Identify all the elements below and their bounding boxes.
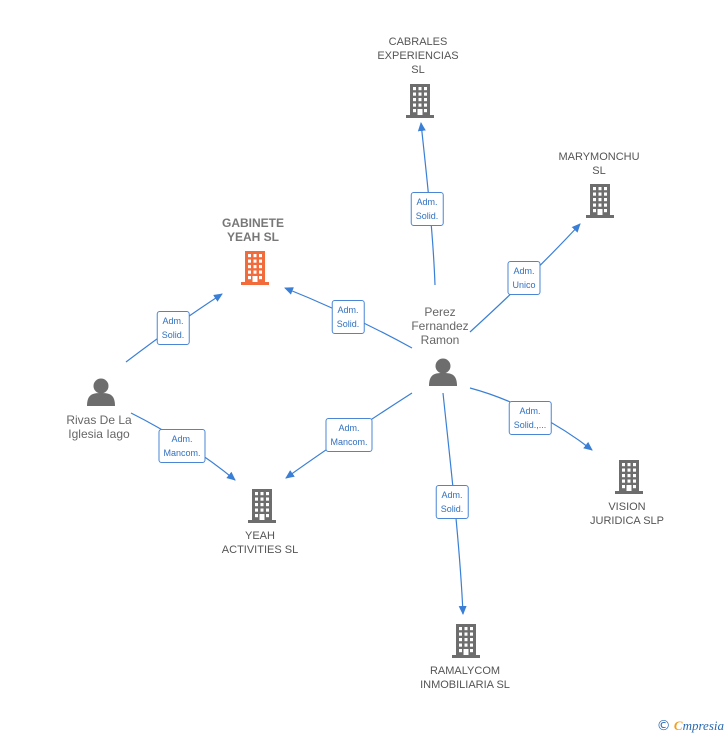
building-icon-gabinete[interactable] [241,251,269,285]
node-label-line: Rivas De La [66,413,132,427]
node-label-line: RAMALYCOM [429,665,501,677]
role-badge-line: Unico [512,280,536,290]
role-badge-line: Adm. [441,490,463,500]
node-label-line: SL [411,64,425,76]
building-icon-ramalycom[interactable] [452,624,480,658]
person-icon-perez[interactable] [429,358,457,387]
role-badge-rivas-gabinete[interactable]: Adm. Solid. [156,311,190,345]
role-badge-line: Adm. [513,266,535,276]
role-badge-perez-ramalycom[interactable]: Adm. Solid. [435,485,469,519]
person-icon-rivas[interactable] [87,378,115,407]
node-label-line: CABRALES [388,36,448,48]
role-badge-line: Adm. [338,423,360,433]
role-badge-line: Adm. [416,197,438,207]
node-label-line: Fernandez [411,319,469,333]
node-label-line: JURIDICA SLP [590,515,664,527]
role-badge-line: Mancom. [163,448,201,458]
node-label-line: GABINETE [221,216,285,230]
brand-footer[interactable]: © Cmpresia [657,718,724,734]
role-badge-line: Solid.,... [513,420,547,430]
node-label-line: MARYMONCHU [558,151,640,163]
role-badge-line: Adm. [519,406,541,416]
role-badge-perez-marymonchu[interactable]: Adm. Unico [507,261,541,295]
building-icon-yeah[interactable] [248,489,276,523]
node-label-line: ACTIVITIES SL [221,544,299,556]
building-icon-marymonchu[interactable] [586,184,614,218]
node-label-line: VISION [608,501,646,513]
node-label-line: Iglesia Iago [68,427,130,441]
role-badge-line: Solid. [440,504,464,514]
icons-layer [87,84,643,658]
brand-initial: C [673,718,683,733]
node-label-vision[interactable]: VISION JURIDICA SLP [590,500,664,528]
role-badge-line: Solid. [336,319,360,329]
node-label-marymonchu[interactable]: MARYMONCHU SL [558,150,639,178]
building-icon-vision[interactable] [615,460,643,494]
copyright-icon: © [656,718,671,734]
role-badge-perez-yeah[interactable]: Adm. Mancom. [325,418,373,452]
node-label-line: EXPERIENCIAS [377,50,459,62]
role-badge-line: Adm. [171,434,193,444]
role-badge-line: Adm. [162,316,184,326]
building-icon-cabrales[interactable] [406,84,434,118]
role-badge-line: Adm. [337,305,359,315]
node-label-cabrales[interactable]: CABRALES EXPERIENCIAS SL [377,35,458,77]
role-badge-perez-vision[interactable]: Adm. Solid.,... [508,401,552,435]
edges-layer [125,122,593,615]
node-label-ramalycom[interactable]: RAMALYCOM INMOBILIARIA SL [420,664,510,692]
role-badge-perez-cabrales[interactable]: Adm. Solid. [410,192,444,226]
node-label-line: Perez [424,305,456,319]
node-label-line: YEAH [245,530,275,542]
node-label-line: Ramon [420,333,460,347]
node-label-line: SL [592,165,606,177]
node-label-line: YEAH SL [226,230,280,244]
brand-name: mpresia [682,718,724,733]
role-badge-line: Solid. [161,330,185,340]
role-badge-line: Solid. [415,211,439,221]
role-badge-perez-gabinete[interactable]: Adm. Solid. [331,300,365,334]
role-badge-rivas-yeah[interactable]: Adm. Mancom. [158,429,206,463]
node-label-yeah[interactable]: YEAH ACTIVITIES SL [222,529,298,557]
role-badge-line: Mancom. [330,437,368,447]
node-label-line: INMOBILIARIA SL [420,679,510,691]
